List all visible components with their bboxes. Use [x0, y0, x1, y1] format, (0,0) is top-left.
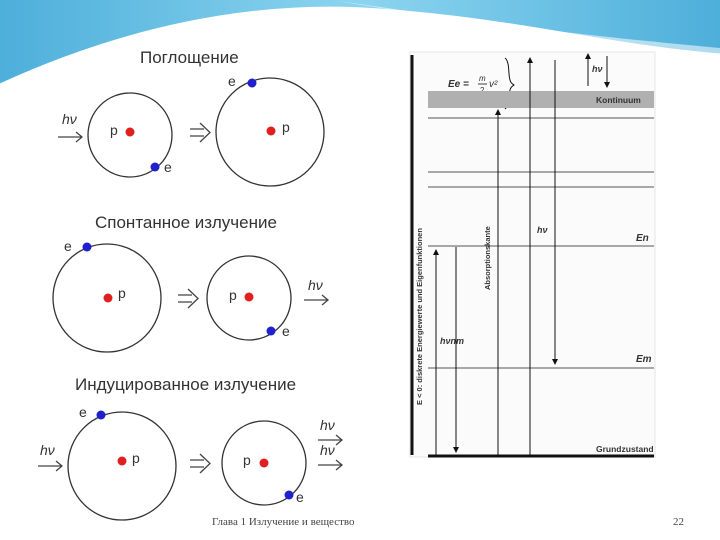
proton-label: p: [243, 452, 251, 468]
transition-arrow-icon: [178, 289, 198, 308]
induced-photon-in-arrow: [38, 461, 62, 471]
kinetic-energy-velocity: v²: [489, 79, 498, 90]
proton-dot: [245, 293, 254, 302]
proton-label: p: [118, 285, 126, 301]
kinetic-energy-numerator: m: [479, 74, 486, 83]
induced-photon-out-arrow-2: [318, 460, 342, 470]
proton-label: p: [282, 119, 290, 135]
proton-dot: [118, 457, 127, 466]
absorption-edge-label: Absorptionskante: [483, 226, 492, 290]
electron-dot: [151, 163, 160, 172]
absorption-photon-arrow: [58, 132, 82, 142]
spontaneous-panel: Спонтанное излучение p e p e hν: [53, 213, 328, 352]
absorption-title: Поглощение: [140, 48, 239, 67]
page-number: 22: [673, 516, 684, 528]
electron-label: e: [228, 73, 236, 89]
induced-photon-out-label-2: hν: [320, 442, 335, 458]
absorption-photon-label: hν: [62, 111, 77, 127]
proton-label: p: [229, 287, 237, 303]
absorption-panel: Поглощение hν p e p e: [58, 48, 324, 186]
level-n-label: En: [636, 233, 649, 244]
proton-label: p: [132, 450, 140, 466]
level-m-label: Em: [636, 354, 652, 365]
energy-axis-label: E < 0: diskrete Energiewerte und Eigenfu…: [415, 228, 424, 405]
induced-photon-in-label: hν: [40, 442, 55, 458]
induced-title: Индуцированное излучение: [75, 375, 296, 394]
spontaneous-title: Спонтанное излучение: [95, 213, 277, 232]
proton-dot: [104, 294, 113, 303]
diagram-background: [410, 52, 655, 457]
electron-label: e: [164, 159, 172, 175]
spontaneous-photon-label: hν: [308, 277, 323, 293]
electron-label: e: [64, 238, 72, 254]
hv-mid-label: hν: [537, 225, 548, 235]
ground-state-label: Grundzustand: [596, 444, 654, 454]
proton-label: p: [110, 122, 118, 138]
continuum-label: Kontinuum: [596, 95, 641, 105]
electron-label: e: [282, 323, 290, 339]
proton-dot: [126, 128, 135, 137]
electron-dot: [267, 327, 276, 336]
proton-dot: [267, 127, 276, 136]
energy-level-diagram: E < 0: diskrete Energiewerte und Eigenfu…: [410, 52, 655, 457]
induced-atom-before: [68, 412, 176, 520]
electron-label: e: [79, 404, 87, 420]
electron-dot: [248, 79, 257, 88]
electron-label: e: [296, 489, 304, 505]
electron-dot: [285, 491, 294, 500]
transition-arrow-icon: [190, 454, 210, 473]
electron-dot: [83, 243, 92, 252]
transition-arrow-icon: [190, 123, 210, 142]
proton-dot: [260, 459, 269, 468]
spontaneous-photon-arrow: [304, 295, 328, 305]
induced-panel: Индуцированное излучение hν p e p e hν h…: [38, 375, 342, 520]
electron-dot: [97, 411, 106, 420]
footer-chapter: Глава 1 Излучение и вещество: [212, 516, 355, 528]
kinetic-energy-lhs: Ee =: [448, 79, 469, 90]
induced-photon-out-label-1: hν: [320, 417, 335, 433]
hv-nm-label: hνnm: [440, 336, 464, 346]
hv-top-label: hν: [592, 64, 603, 74]
